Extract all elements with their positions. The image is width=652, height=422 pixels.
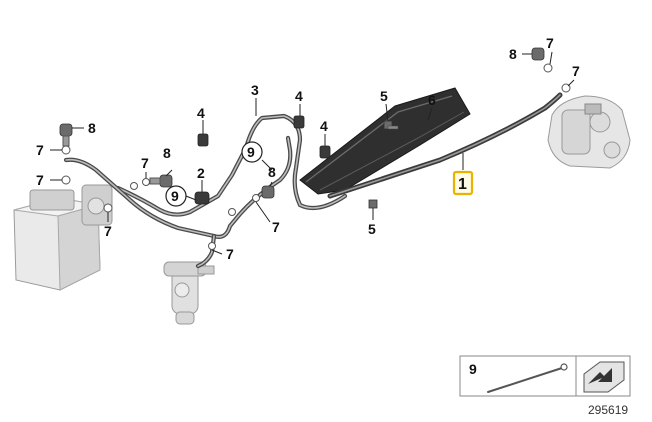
callout-4-left[interactable]: 4 — [197, 105, 205, 121]
callout-8-caliper[interactable]: 8 — [509, 46, 517, 62]
clip-4-right — [319, 145, 331, 159]
callout-7-caliper-a[interactable]: 7 — [546, 35, 554, 51]
callout-4-mid[interactable]: 4 — [295, 88, 303, 104]
banjo-bolt-left-top — [59, 123, 73, 147]
legend-box: 9 — [459, 355, 631, 397]
washer-mid-1 — [252, 194, 260, 202]
washer-left-3 — [103, 203, 113, 213]
svg-text:9: 9 — [171, 188, 179, 204]
callout-7-left-a[interactable]: 7 — [36, 142, 44, 158]
brake-line-1-highlighted — [327, 92, 563, 199]
callout-8-center[interactable]: 8 — [163, 145, 171, 161]
callout-9-left[interactable]: 9 — [165, 185, 187, 207]
leader-lines — [50, 51, 575, 255]
abs-pressure-modulator — [13, 184, 113, 291]
master-cylinder — [163, 261, 215, 325]
svg-text:1: 1 — [458, 176, 467, 193]
callout-6[interactable]: 6 — [428, 92, 436, 108]
clip-2 — [194, 191, 210, 205]
washer-left-2 — [61, 175, 71, 185]
washer-left-1 — [61, 145, 71, 155]
brake-line-3 — [115, 113, 348, 217]
callout-7-master[interactable]: 7 — [226, 246, 234, 262]
brake-line-2 — [63, 135, 293, 239]
diagram-number: 295619 — [588, 403, 628, 417]
brake-line-master — [195, 233, 217, 269]
banjo-bolt-mid-right — [261, 185, 275, 199]
banjo-bolt-center — [149, 174, 173, 188]
washer-master — [208, 242, 216, 250]
callout-3[interactable]: 3 — [251, 82, 259, 98]
callout-7-mid-right[interactable]: 7 — [272, 219, 280, 235]
clip-4-mid — [293, 115, 305, 129]
bolt-5-bottom — [368, 199, 378, 209]
legend-item-9[interactable]: 9 — [469, 361, 477, 377]
callout-7-left-c[interactable]: 7 — [104, 223, 112, 239]
brake-caliper — [547, 95, 631, 169]
svg-text:9: 9 — [247, 144, 255, 160]
cable-tie-icon — [487, 367, 563, 393]
callout-5-top[interactable]: 5 — [380, 88, 388, 104]
washer-caliper-1 — [543, 63, 553, 73]
washer-mid-2 — [228, 208, 236, 216]
callout-1-highlighted[interactable]: 1 — [452, 170, 474, 196]
bracket-6 — [299, 87, 471, 195]
callout-7-left-b[interactable]: 7 — [36, 172, 44, 188]
callout-2[interactable]: 2 — [197, 165, 205, 181]
banjo-bolt-caliper — [531, 47, 545, 61]
arrow-pictogram-icon — [583, 361, 625, 393]
washer-center-1 — [142, 178, 150, 186]
callout-labels: 8 7 7 7 7 8 9 2 4 3 4 4 9 8 7 7 5 6 5 1 … — [36, 35, 580, 262]
callout-7-center[interactable]: 7 — [141, 155, 149, 171]
washer-center-2 — [130, 182, 138, 190]
callout-5-bottom[interactable]: 5 — [368, 221, 376, 237]
clip-4-left — [197, 133, 209, 147]
callout-8-left[interactable]: 8 — [88, 120, 96, 136]
callout-7-caliper-b[interactable]: 7 — [572, 63, 580, 79]
callout-4-right[interactable]: 4 — [320, 118, 328, 134]
callout-8-mid[interactable]: 8 — [268, 164, 276, 180]
callout-9-mid[interactable]: 9 — [241, 141, 263, 163]
